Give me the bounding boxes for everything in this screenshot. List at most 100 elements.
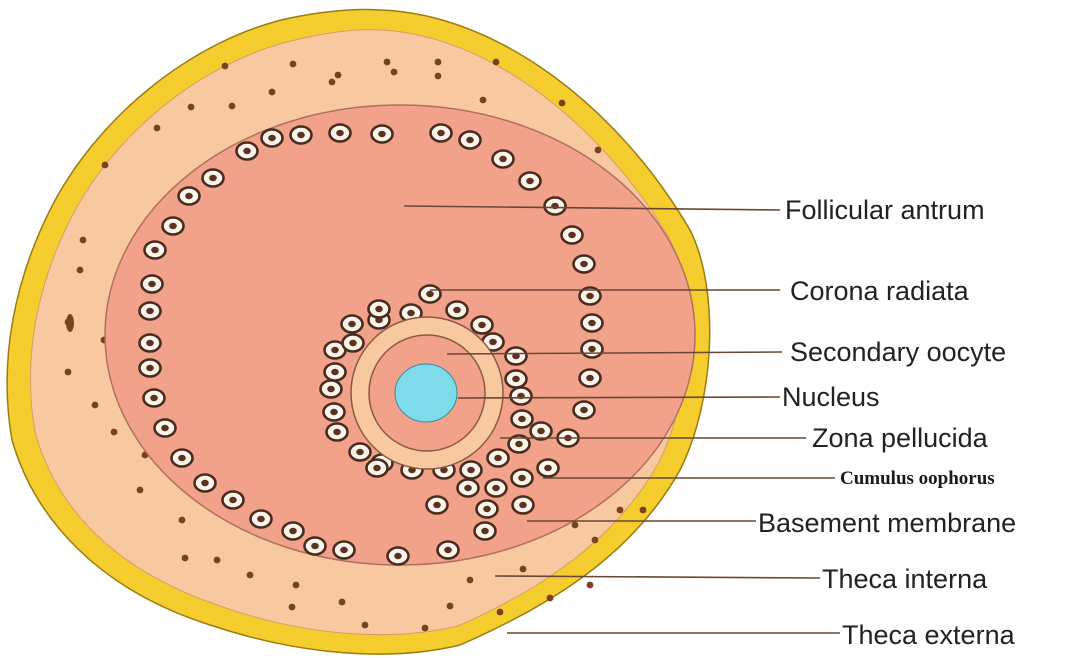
granulosa-cell — [145, 242, 166, 259]
granulosa-cell — [223, 492, 244, 509]
granulosa-cell — [342, 316, 363, 333]
cell-nucleus — [185, 193, 193, 199]
cell-nucleus — [349, 340, 357, 346]
theca-granule — [384, 59, 391, 66]
cell-nucleus — [586, 375, 594, 381]
theca-granule — [77, 267, 84, 274]
granulosa-cell — [388, 548, 409, 565]
cell-nucleus — [586, 293, 594, 299]
theca-granule — [493, 59, 500, 66]
cell-nucleus — [544, 465, 552, 471]
cell-nucleus — [481, 528, 489, 534]
theca-granule — [595, 147, 602, 154]
granulosa-cell — [512, 411, 533, 428]
theca-granule — [179, 517, 186, 524]
cell-nucleus — [437, 130, 445, 136]
theca-granule — [290, 61, 297, 68]
theca-granule — [66, 314, 74, 332]
cell-nucleus — [433, 502, 441, 508]
granulosa-cell — [512, 470, 533, 487]
cell-nucleus — [348, 321, 356, 327]
label-nucleus: Nucleus — [782, 384, 880, 411]
cell-nucleus — [356, 449, 364, 455]
cell-nucleus — [330, 409, 338, 415]
granulosa-cell — [144, 390, 165, 407]
theca-granule — [289, 604, 296, 611]
granulosa-cell — [325, 364, 346, 381]
cell-nucleus — [201, 480, 209, 486]
granulosa-cell — [179, 188, 200, 205]
cell-nucleus — [146, 365, 154, 371]
cell-nucleus — [467, 467, 475, 473]
granulosa-cell — [140, 360, 161, 377]
granulosa-cell — [321, 381, 342, 398]
granulosa-cell — [506, 371, 527, 388]
granulosa-cell — [582, 341, 603, 358]
cell-nucleus — [568, 232, 576, 238]
granulosa-cell — [472, 317, 493, 334]
granulosa-cell — [262, 130, 283, 147]
granulosa-cell — [420, 286, 441, 303]
cell-nucleus — [331, 369, 339, 375]
label-cumulus-oophorus: Cumulus oophorus — [840, 469, 995, 488]
cell-nucleus — [518, 475, 526, 481]
granulosa-cell — [203, 170, 224, 187]
cell-nucleus — [378, 131, 386, 137]
granulosa-cell — [461, 462, 482, 479]
theca-granule — [447, 603, 454, 610]
cell-nucleus — [169, 223, 177, 229]
cell-nucleus — [453, 307, 461, 313]
cell-nucleus — [243, 148, 251, 154]
granulosa-cell — [251, 511, 272, 528]
theca-granule — [422, 625, 429, 632]
theca-granule — [65, 369, 72, 376]
cell-nucleus — [478, 322, 486, 328]
theca-granule — [269, 89, 276, 96]
theca-granule — [547, 595, 554, 602]
theca-granule — [640, 507, 647, 514]
theca-granule — [247, 572, 254, 579]
granulosa-cell — [427, 497, 448, 514]
granulosa-cell — [438, 542, 459, 559]
granulosa-cell — [520, 173, 541, 190]
theca-granule — [339, 599, 346, 606]
cell-nucleus — [483, 506, 491, 512]
cell-nucleus — [489, 339, 497, 345]
cell-nucleus — [289, 528, 297, 534]
label-basement-membrane: Basement membrane — [758, 510, 1016, 537]
theca-granule — [520, 566, 527, 573]
cell-nucleus — [526, 178, 534, 184]
cell-nucleus — [148, 281, 156, 287]
theca-granule — [188, 104, 195, 111]
theca-granule — [137, 487, 144, 494]
granulosa-cell — [513, 497, 534, 514]
theca-granule — [182, 555, 189, 562]
cell-nucleus — [151, 247, 159, 253]
granulosa-cell — [305, 538, 326, 555]
cell-nucleus — [146, 340, 154, 346]
theca-granule — [335, 72, 342, 79]
granulosa-cell — [334, 542, 355, 559]
cell-nucleus — [407, 310, 415, 316]
cell-nucleus — [146, 308, 154, 314]
granulosa-cell — [574, 402, 595, 419]
theca-granule — [559, 100, 566, 107]
theca-granule — [362, 622, 369, 629]
theca-granule — [293, 582, 300, 589]
oocyte-nucleus — [395, 364, 457, 422]
theca-granule — [467, 577, 474, 584]
cell-nucleus — [444, 547, 452, 553]
cell-nucleus — [537, 428, 545, 434]
cell-nucleus — [518, 416, 526, 422]
granulosa-cell — [531, 423, 552, 440]
granulosa-cell — [460, 132, 481, 149]
granulosa-cell — [142, 276, 163, 293]
theca-granule — [592, 537, 599, 544]
theca-granule — [102, 162, 109, 169]
theca-granule — [572, 522, 579, 529]
cell-nucleus — [297, 132, 305, 138]
cell-nucleus — [161, 425, 169, 431]
cell-nucleus — [580, 407, 588, 413]
theca-granule — [329, 79, 336, 86]
